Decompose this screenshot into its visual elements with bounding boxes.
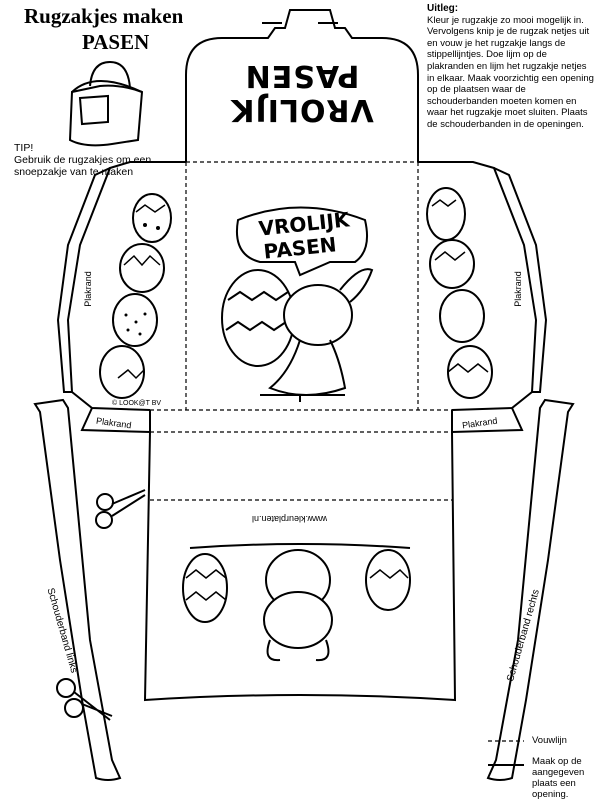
scissors-icon [56,678,113,721]
tip-box: TIP! Gebruik de rugzakjes om een snoepza… [14,142,184,178]
instructions-heading: Uitleg: [427,3,459,14]
bottom-right-glue [451,407,524,433]
plakrand-right-label: Plakrand [512,271,523,307]
right-strap-outline [486,398,575,781]
website-label: www.kleurplaten.nl [252,514,328,524]
egg-column-left [99,193,172,399]
fold-line [472,161,537,393]
scissors-icon [95,489,146,529]
flap-greeting: VROLIJK PASEN [230,58,374,127]
egg [132,193,172,243]
top-flap [185,9,419,162]
fold-line [451,407,513,411]
egg [447,345,493,399]
instructions-text: Kleur je rugzakje zo mooi mogelijk in. V… [427,14,594,130]
egg [112,293,158,347]
egg [119,243,165,293]
legend-fold-label: Vouwlijn [532,735,567,746]
egg [99,345,145,399]
bottom-left-glue [80,407,151,433]
copyright-label: © LOOK@T BV [112,400,162,407]
page-subtitle: PASEN [82,30,150,54]
left-strap-outline [33,398,122,781]
instructions: Uitleg: Kleur je rugzakje zo mooi mogeli… [427,3,595,131]
legend-opening-label: Maak op de aangegeven plaats een opening… [532,756,585,800]
backpack-icon [68,60,144,147]
bottom-illustration [182,543,411,662]
tip-text: Gebruik de rugzakjes om een snoepzakje v… [14,154,152,178]
left-glue-flap [56,167,111,393]
front-panel [143,410,457,702]
bunny-illustration [221,206,374,402]
egg [439,289,485,343]
plakrand-left-label: Plakrand [82,271,93,307]
egg [365,549,411,611]
egg [182,553,228,623]
egg [429,239,475,289]
tip-heading: TIP! [14,142,34,154]
fold-line [91,407,151,411]
page-title: Rugzakjes maken [24,4,184,28]
egg-column-right [426,187,493,399]
right-glue-flap [493,167,548,393]
egg [426,187,466,241]
fold-line [67,161,131,393]
